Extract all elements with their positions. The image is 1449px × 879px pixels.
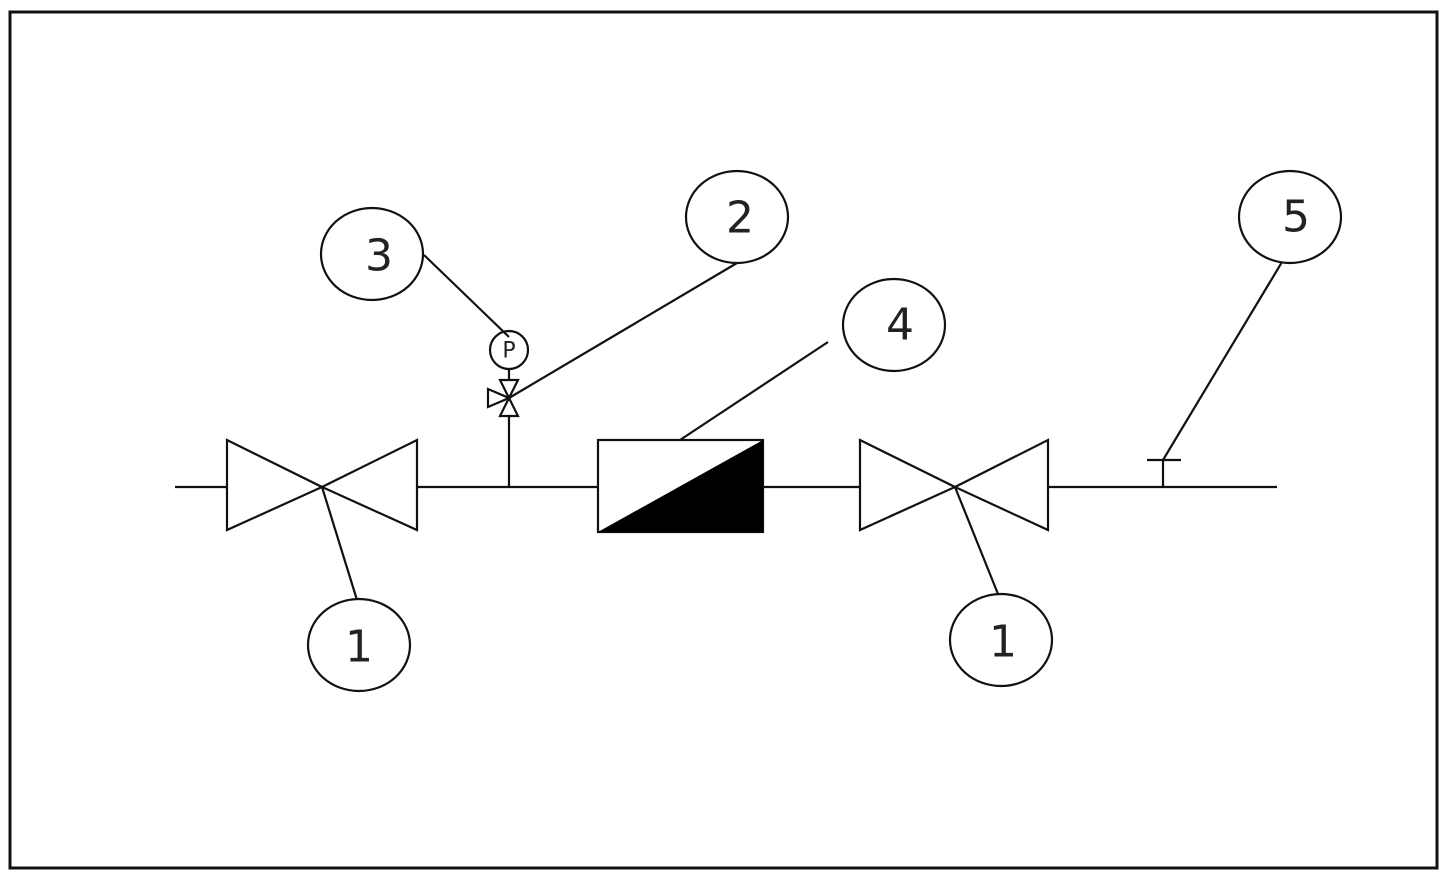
callout-4-label: 4 xyxy=(886,300,914,351)
callout-2-label: 2 xyxy=(726,193,754,244)
callout-4: 4 xyxy=(841,277,947,373)
callout-5: 5 xyxy=(1237,169,1343,265)
callout-2: 2 xyxy=(684,169,790,265)
diagram-frame xyxy=(8,10,1439,870)
pressure-gauge: P xyxy=(488,329,530,380)
pressure-gauge-label: P xyxy=(502,339,515,364)
callout-1-left: 1 xyxy=(306,597,412,693)
callout-1-right: 1 xyxy=(948,592,1054,688)
leader-line-1-right xyxy=(953,486,1000,595)
gate-valve-left xyxy=(225,438,419,532)
filter-element xyxy=(596,438,765,534)
gate-valve-right xyxy=(858,438,1050,532)
callout-5-label: 5 xyxy=(1282,192,1310,243)
leader-line-3 xyxy=(423,254,510,338)
leader-line-1-left xyxy=(320,486,359,601)
callout-3: 3 xyxy=(319,206,425,302)
leader-line-2 xyxy=(508,262,738,399)
three-way-valve xyxy=(486,378,520,418)
vent-plug xyxy=(1147,458,1181,487)
leader-lines xyxy=(320,254,1283,601)
callout-3-label: 3 xyxy=(365,231,393,282)
leader-line-4 xyxy=(679,341,829,441)
callout-1-left-label: 1 xyxy=(345,622,373,673)
callout-1-right-label: 1 xyxy=(989,617,1017,668)
leader-line-5 xyxy=(1162,261,1283,461)
